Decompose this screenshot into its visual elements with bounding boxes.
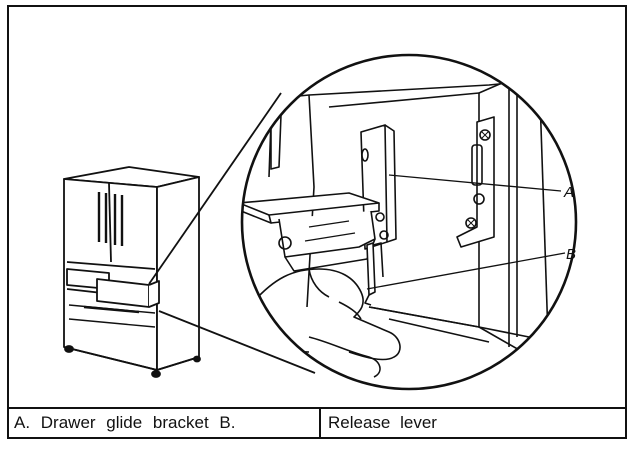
magnifier-lines xyxy=(148,92,316,374)
callout-a-label: A xyxy=(563,184,574,201)
caption-release-lever: Release lever xyxy=(328,413,437,432)
refrigerator-illustration: A B xyxy=(63,53,578,391)
refrigerator xyxy=(63,166,201,378)
diagram-frame: A B A. Drawer glide bracket B. Release l… xyxy=(7,5,627,439)
caption-drawer-glide-bracket: A. Drawer glide bracket B. xyxy=(9,409,321,437)
detail-circle xyxy=(240,53,578,391)
callout-b-label: B xyxy=(566,246,576,263)
callout-leaders xyxy=(366,174,566,290)
caption-row: A. Drawer glide bracket B. Release lever xyxy=(9,407,625,437)
